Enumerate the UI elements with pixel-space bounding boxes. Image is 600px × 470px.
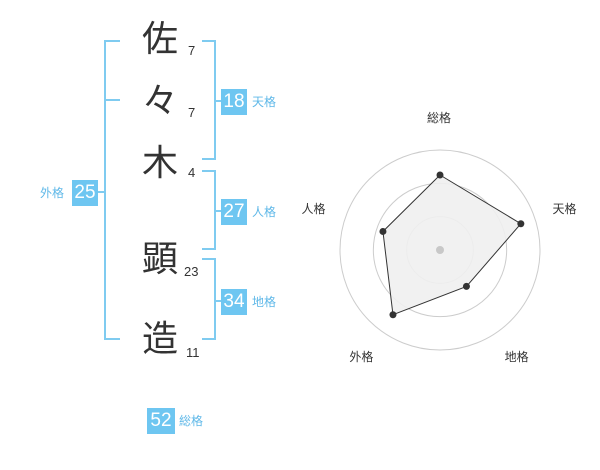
chikaku-bracket-connector <box>214 300 222 302</box>
jinkaku-bracket-top <box>202 170 216 172</box>
radar-point <box>389 311 397 319</box>
chikaku-bracket-vertical <box>214 258 216 340</box>
radar-axis-label-chikaku: 地格 <box>504 349 529 364</box>
stroke-count-3: 4 <box>188 165 196 180</box>
tenkaku-bracket-connector <box>214 100 222 102</box>
jinkaku-bracket-bottom <box>202 248 216 250</box>
soukaku-score-badge: 52 <box>147 408 175 434</box>
gaikaku-label: 外格 <box>40 186 65 200</box>
stroke-count-1: 7 <box>188 43 196 58</box>
chikaku-bracket-bottom <box>202 338 216 340</box>
name-char-4: 顕 <box>141 239 178 280</box>
radar-axis-label-jinkaku: 人格 <box>301 202 326 217</box>
name-char-5: 造 <box>141 319 178 360</box>
tenkaku-label: 天格 <box>252 95 277 109</box>
chikaku-label: 地格 <box>252 295 277 309</box>
jinkaku-label: 人格 <box>252 205 277 219</box>
jinkaku-score-badge: 27 <box>221 199 247 225</box>
chikaku-score-badge: 34 <box>221 289 247 315</box>
radar-chart <box>339 149 541 351</box>
radar-points <box>379 171 525 319</box>
radar-polygon <box>382 174 522 316</box>
jinkaku-bracket-connector <box>214 210 222 212</box>
tenkaku-bracket-bottom <box>202 158 216 160</box>
tenkaku-bracket-top <box>202 40 216 42</box>
name-char-3: 木 <box>141 143 178 184</box>
name-char-2: 々 <box>141 81 178 122</box>
name-char-1: 佐 <box>141 19 178 60</box>
radar-point <box>517 220 525 228</box>
gaikaku-bracket-bottom <box>104 338 120 340</box>
gaikaku-bracket-top <box>104 40 120 42</box>
radar-axis-label-tenkaku: 天格 <box>552 202 577 217</box>
radar-axis-label-soukaku: 総格 <box>427 111 452 125</box>
radar-grid-ring <box>339 149 541 351</box>
stroke-count-4: 23 <box>184 264 199 279</box>
chikaku-bracket-top <box>202 258 216 260</box>
radar-center-dot <box>436 246 444 254</box>
soukaku-label: 総格 <box>179 414 204 428</box>
gaikaku-score-badge: 25 <box>72 180 98 206</box>
tenkaku-score-badge: 18 <box>221 89 247 115</box>
radar-point <box>462 282 470 290</box>
gaikaku-bracket-tick <box>104 99 120 101</box>
radar-point <box>379 227 387 235</box>
stroke-count-2: 7 <box>188 105 196 120</box>
gaikaku-bracket-vertical <box>104 40 106 340</box>
radar-point <box>436 171 444 179</box>
radar-axis-label-gaikaku: 外格 <box>349 349 374 364</box>
stroke-count-5: 11 <box>186 345 200 360</box>
